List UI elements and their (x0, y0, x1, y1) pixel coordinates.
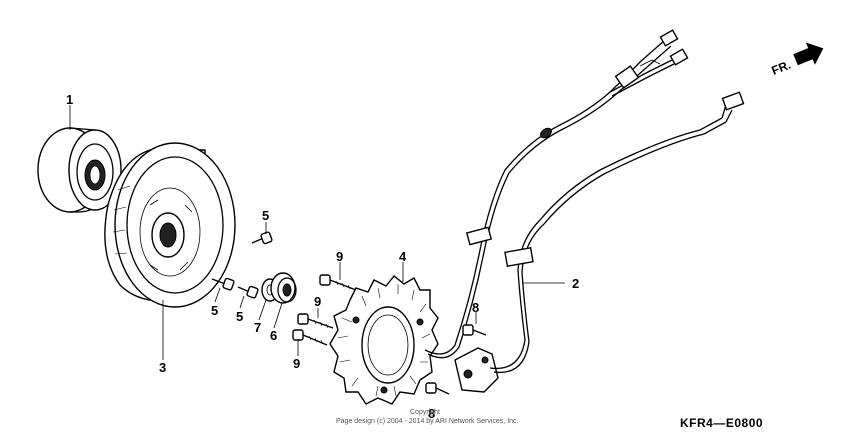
callout-1: 1 (66, 92, 73, 107)
callout-8-top: 8 (472, 300, 479, 315)
callout-7: 7 (254, 320, 261, 335)
stator-wire-harness (424, 29, 689, 359)
callout-9-top: 9 (336, 249, 343, 264)
callout-4: 4 (399, 249, 407, 264)
part-5-bolt-mid[interactable] (237, 285, 259, 299)
part-4-stator[interactable] (329, 275, 439, 405)
part-6-nut[interactable] (270, 272, 297, 304)
part-5-bolt-left[interactable] (211, 277, 235, 291)
part-5-bolt-top[interactable] (251, 231, 273, 245)
leader-lines (69, 105, 565, 360)
part-8-bolt-top[interactable] (462, 324, 487, 336)
part-3-flywheel[interactable] (104, 142, 236, 308)
copyright-line-2: Page design (c) 2004 - 2014 by ARI Netwo… (336, 418, 519, 425)
callout-6: 6 (270, 328, 277, 343)
arrow-right-icon (793, 42, 824, 66)
copyright-line-1: Copyright (410, 409, 440, 416)
callout-8-bottom: 8 (428, 406, 435, 421)
callout-5-top: 5 (262, 208, 269, 223)
callout-5-left: 5 (211, 303, 218, 318)
callout-2: 2 (572, 276, 579, 291)
callout-3: 3 (159, 360, 166, 375)
part-9-bolt-top[interactable] (319, 274, 357, 291)
callout-9-bottom: 9 (293, 356, 300, 371)
part-2-pulser-coil[interactable] (454, 91, 745, 393)
part-9-bolt-mid[interactable] (297, 313, 334, 329)
front-direction-label: FR. (770, 58, 793, 78)
diagram-code: KFR4—E0800 (680, 416, 763, 430)
part-8-bolt-bottom[interactable] (425, 382, 450, 395)
part-1-bearing[interactable] (37, 127, 122, 213)
front-direction-indicator: FR. (770, 42, 824, 78)
callout-9-mid: 9 (314, 294, 321, 309)
callout-5-mid: 5 (236, 309, 243, 324)
